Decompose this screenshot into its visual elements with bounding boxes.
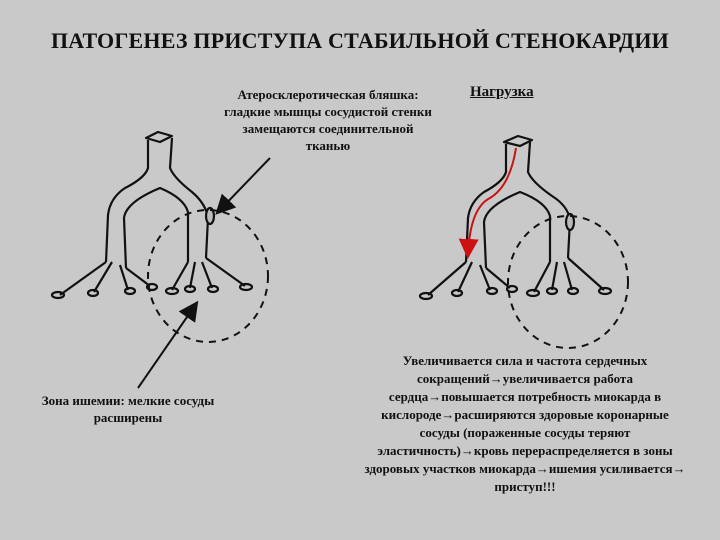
ischemia-pointer-arrow [137, 300, 199, 389]
plaque-pointer-arrow [215, 157, 271, 215]
blood-flow-arrow [458, 147, 517, 259]
right-vessel-tree [418, 134, 613, 301]
load-title: Нагрузка [470, 84, 534, 100]
left-vessel-tree [50, 130, 254, 300]
left-ischemia-zone [147, 209, 269, 343]
ischemia-label: Зона ишемии: мелкие сосуды расширены [41, 393, 215, 425]
explanation-text: Увеличивается сила и частота сердечных с… [364, 353, 686, 494]
right-ischemia-zone [507, 215, 629, 349]
plaque-label: Атеросклеротическая бляшка: гладкие мышц… [224, 87, 432, 153]
page-title: ПАТОГЕНЕЗ ПРИСТУПА СТАБИЛЬНОЙ СТЕНОКАРДИ… [50, 28, 669, 53]
